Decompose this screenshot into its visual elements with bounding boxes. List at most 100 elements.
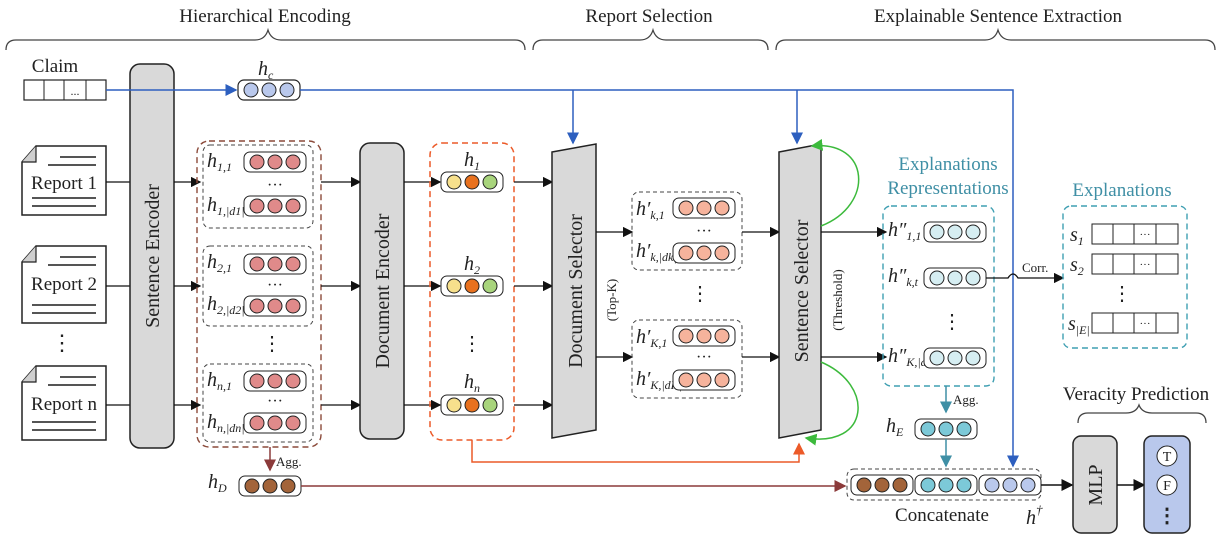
hK-d-vector bbox=[672, 369, 736, 391]
h-1-1-vector bbox=[243, 151, 307, 173]
document-encoder-label: Document Encoder bbox=[372, 213, 394, 368]
svg-text:···: ··· bbox=[1140, 259, 1151, 271]
h-n-d-label: hn,|dn| bbox=[207, 411, 245, 435]
svg-text:⋮: ⋮ bbox=[690, 283, 710, 305]
report-n-label: Report n bbox=[31, 394, 97, 415]
corr-label: Corr. bbox=[1022, 260, 1048, 275]
s-E-label: s|E| bbox=[1068, 313, 1090, 337]
hK-1-label: h′K,1 bbox=[636, 326, 667, 350]
svg-text:⋮: ⋮ bbox=[462, 333, 482, 355]
svg-text:···: ··· bbox=[1140, 229, 1151, 241]
h-2-1-vector bbox=[243, 253, 307, 275]
s-1-vector: ··· bbox=[1091, 223, 1179, 245]
hd-vector bbox=[238, 475, 302, 497]
h2-symbol: h2 bbox=[464, 253, 480, 277]
h-2-d-vector bbox=[243, 295, 307, 317]
hk-1-label: h′k,1 bbox=[636, 198, 665, 222]
concat-hc-vector bbox=[978, 474, 1042, 496]
output-true bbox=[1156, 445, 1178, 467]
explanations-title: Explanations bbox=[1072, 180, 1171, 201]
sentence-encoder bbox=[129, 63, 175, 449]
hdagger-symbol: h† bbox=[1026, 502, 1043, 529]
explanations-repr-title-1: Explanations bbox=[898, 154, 997, 175]
reports-ellipsis: ⋮ bbox=[51, 330, 73, 355]
e-K-vector bbox=[923, 347, 987, 369]
e-k-t-vector bbox=[923, 267, 987, 289]
feedback-loop-bottom bbox=[804, 361, 859, 446]
svg-text:T: T bbox=[1163, 450, 1172, 465]
threshold-label: (Threshold) bbox=[830, 269, 845, 330]
sentence-selector-label: Sentence Selector bbox=[791, 219, 813, 362]
hK-1-vector bbox=[672, 325, 736, 347]
hk-1-vector bbox=[672, 197, 736, 219]
h-n-d-vector bbox=[243, 412, 307, 434]
h-2-d-label: h2,|d2| bbox=[207, 293, 245, 317]
h-2-1-label: h2,1 bbox=[207, 251, 232, 275]
svg-text:⋮: ⋮ bbox=[942, 311, 962, 333]
sentence-reps-container bbox=[196, 140, 322, 448]
sentence-encoder-label: Sentence Encoder bbox=[142, 184, 164, 328]
hk-d-label: h′k,|dk| bbox=[636, 240, 677, 264]
feedback-loop-top bbox=[810, 138, 860, 227]
hc-vector bbox=[237, 79, 301, 101]
topk-label: (Top-K) bbox=[604, 279, 619, 321]
explanations-repr-container bbox=[882, 205, 995, 387]
h1-symbol: h1 bbox=[464, 149, 480, 173]
report-1: Report 1 bbox=[21, 145, 107, 216]
s-1-label: s1 bbox=[1070, 224, 1084, 248]
mlp-label: MLP bbox=[1085, 464, 1107, 505]
claim-vector: ... bbox=[23, 79, 107, 101]
explanations-repr-title-2: Representations bbox=[887, 178, 1008, 199]
hc-symbol: hc bbox=[258, 58, 274, 82]
s-2-vector: ··· bbox=[1091, 253, 1179, 275]
hc-flow-line bbox=[300, 89, 1019, 468]
h1-vector bbox=[440, 171, 504, 193]
e-1-1-vector bbox=[923, 221, 987, 243]
h-n-1-vector bbox=[243, 370, 307, 392]
claim-label: Claim bbox=[32, 56, 79, 77]
s-E-vector: ··· bbox=[1091, 312, 1179, 334]
sentence-selector bbox=[778, 143, 822, 439]
s-2-label: s2 bbox=[1070, 254, 1084, 278]
report-n: Report n bbox=[21, 365, 107, 441]
agg-label-expl: Agg. bbox=[953, 392, 979, 407]
report-2: Report 2 bbox=[21, 245, 107, 324]
hn-vector bbox=[440, 394, 504, 416]
veracity-title: Veracity Prediction bbox=[1063, 384, 1210, 405]
brace-explainable bbox=[775, 27, 1216, 51]
h-n-1-label: hn,1 bbox=[207, 369, 232, 393]
svg-text:...: ... bbox=[71, 84, 80, 98]
output-false bbox=[1156, 474, 1178, 496]
svg-text:···: ··· bbox=[1140, 318, 1151, 330]
doc-reps-to-sentence-selector bbox=[471, 440, 805, 463]
explanations-container bbox=[1062, 205, 1188, 349]
he-symbol: hE bbox=[886, 415, 904, 439]
h-1-d-vector bbox=[243, 195, 307, 217]
corr-arrow bbox=[986, 272, 1065, 284]
svg-text:⋮: ⋮ bbox=[262, 333, 282, 355]
h-1-1-label: h1,1 bbox=[207, 150, 232, 174]
hn-symbol: hn bbox=[464, 371, 480, 395]
svg-text:···: ··· bbox=[267, 277, 283, 294]
svg-text:···: ··· bbox=[696, 349, 712, 366]
concat-hd-vector bbox=[850, 474, 914, 496]
document-encoder bbox=[359, 142, 405, 440]
concat-he-vector bbox=[914, 474, 978, 496]
concatenate-label: Concatenate bbox=[895, 505, 989, 526]
svg-text:···: ··· bbox=[267, 177, 283, 194]
veracity-brace bbox=[1077, 403, 1207, 424]
section-title-hierarchical: Hierarchical Encoding bbox=[179, 6, 351, 27]
hd-symbol: hD bbox=[208, 471, 227, 495]
agg-label-doc: Agg. bbox=[276, 454, 302, 469]
document-selector-label: Document Selector bbox=[565, 214, 587, 368]
report-2-label: Report 2 bbox=[31, 274, 97, 295]
svg-text:···: ··· bbox=[267, 393, 283, 410]
brace-report-selection bbox=[532, 27, 769, 51]
hk-d-vector bbox=[672, 242, 736, 264]
report-1-label: Report 1 bbox=[31, 173, 97, 194]
he-vector bbox=[914, 418, 978, 440]
h2-vector bbox=[440, 275, 504, 297]
h-1-d-label: h1,|d1| bbox=[207, 194, 245, 218]
output-more: ⋮ bbox=[1157, 505, 1177, 527]
